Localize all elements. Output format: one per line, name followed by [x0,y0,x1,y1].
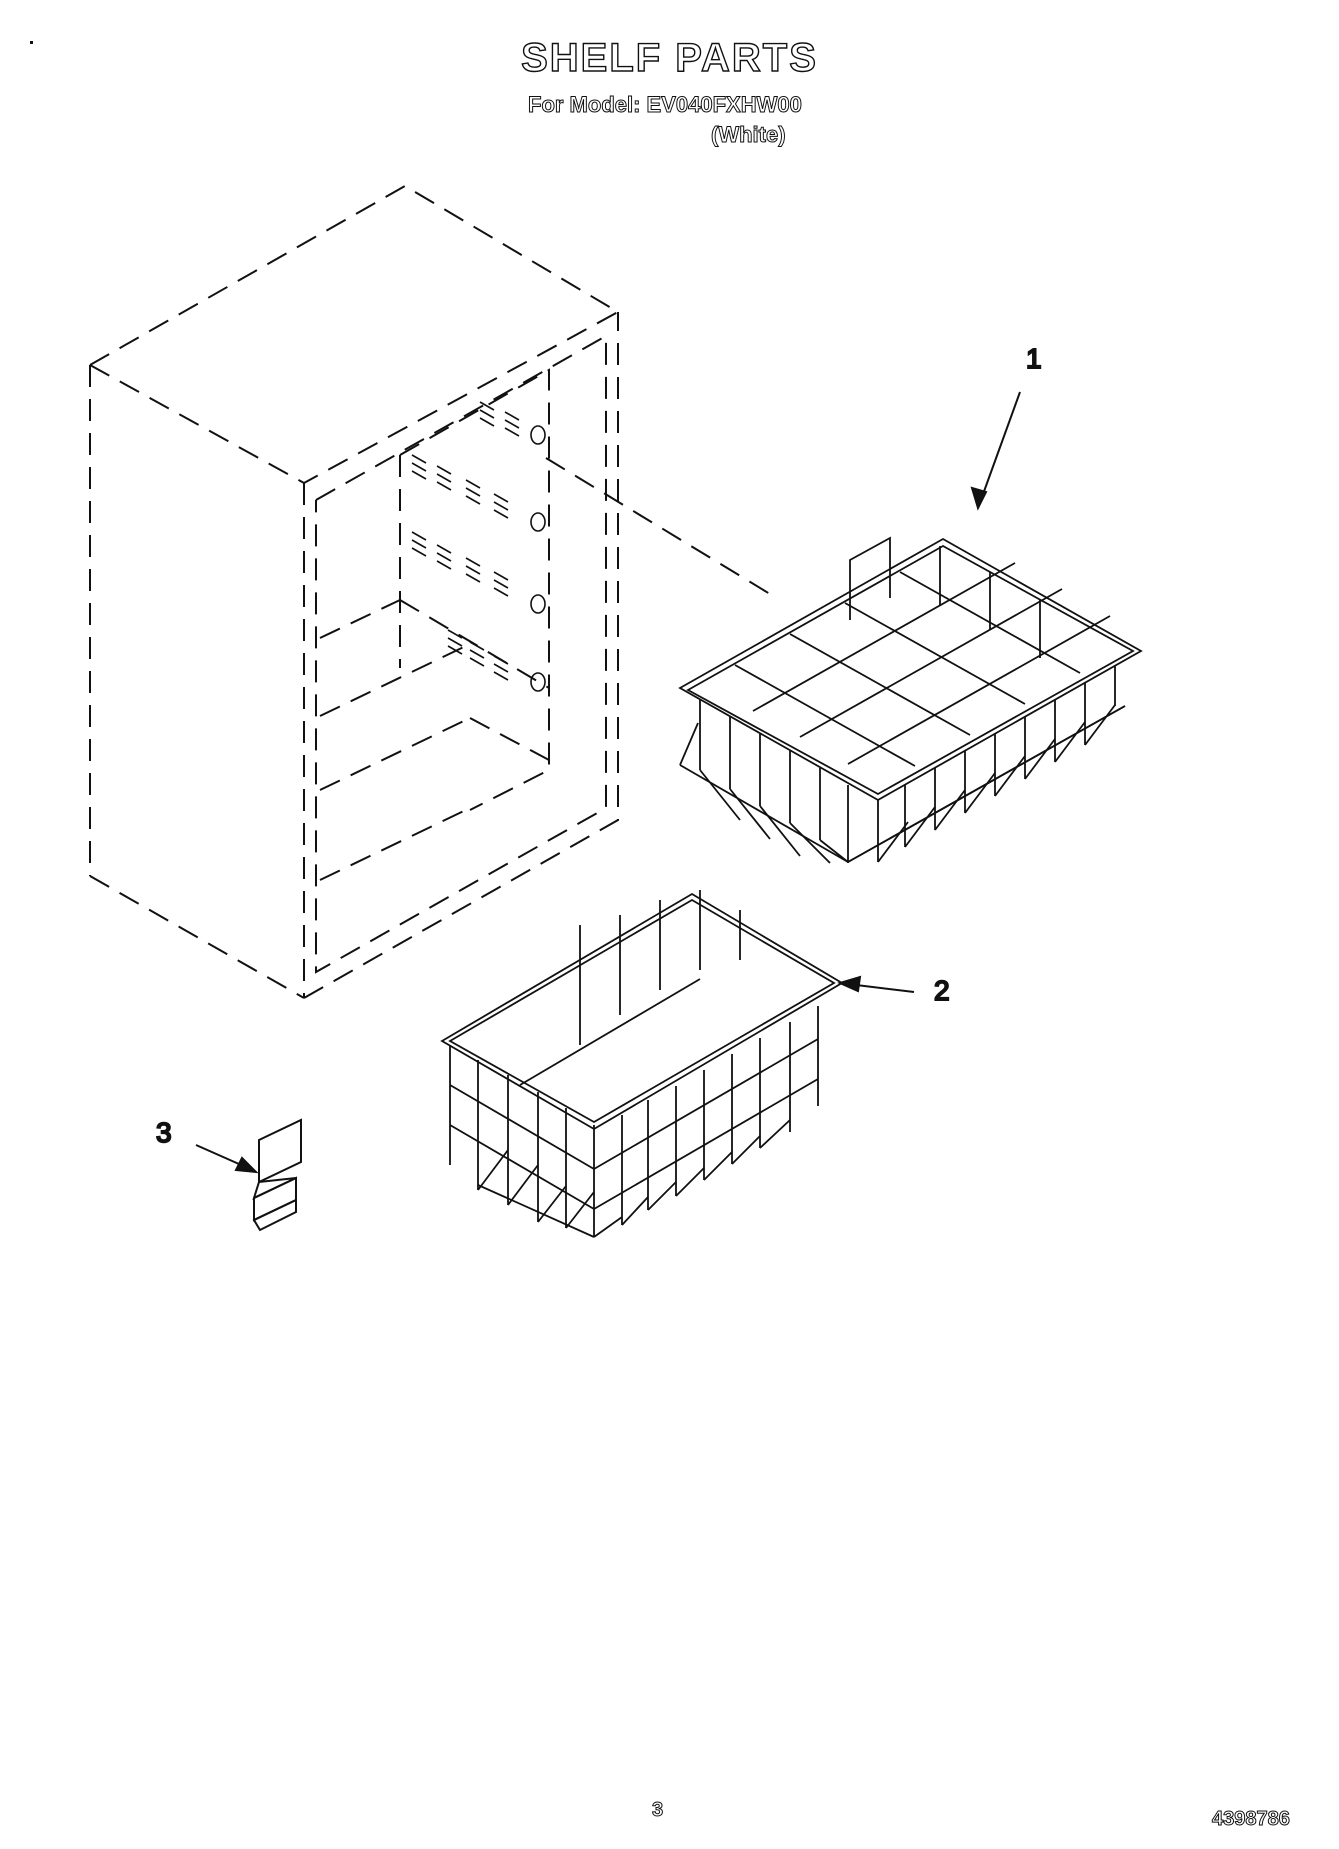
rail-row-1 [479,401,546,445]
shelf-support-rails [411,401,546,692]
freezer-cabinet-outline [89,184,619,999]
wire-basket-upper [678,536,1143,864]
callout-2: 2 [934,975,950,1006]
rail-row-2 [411,454,546,532]
callout-1: 1 [1026,343,1042,374]
model-line: For Model: EV040FXHW00 [528,92,803,118]
model-variant: (White) [711,122,787,148]
rail-row-4 [447,629,546,692]
document-number: 4398786 [1212,1808,1291,1831]
rail-row-3 [411,531,546,614]
callout-3: 3 [156,1117,172,1148]
scan-mark [30,41,33,44]
page-title: SHELF PARTS [520,35,818,80]
wire-basket-lower [440,890,844,1238]
callout-leaders [195,391,1021,1174]
install-guide-line [545,457,771,595]
page-number: 3 [651,1799,664,1822]
shelf-clip [252,1118,302,1232]
